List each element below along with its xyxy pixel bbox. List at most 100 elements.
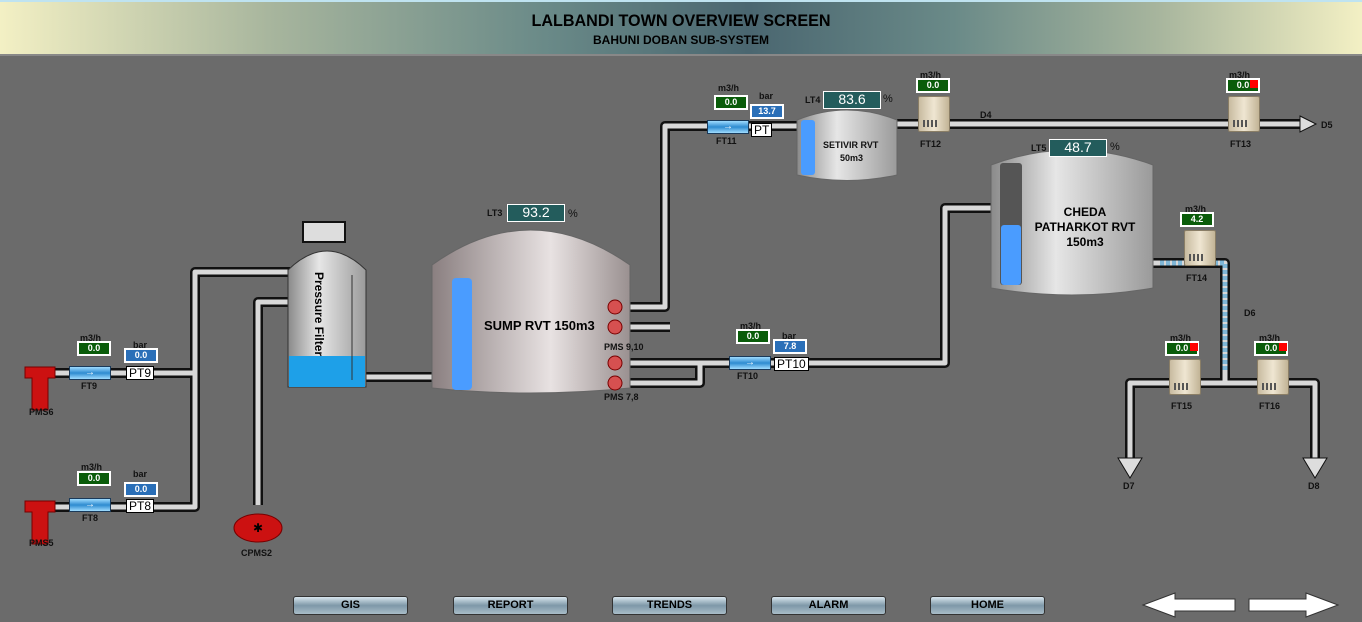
- lt4-value: 83.6: [823, 91, 881, 109]
- svg-text:✱: ✱: [253, 521, 263, 535]
- home-button[interactable]: HOME: [930, 596, 1045, 615]
- pms5-label: PMS5: [29, 538, 54, 548]
- ft9-unit: m3/h: [80, 333, 102, 343]
- lt3-value: 93.2: [507, 204, 565, 222]
- flow-animation: [1160, 260, 1228, 370]
- setivir-name: SETIVIR RVT: [823, 140, 879, 150]
- ft15-unit: m3/h: [1170, 333, 1192, 343]
- lt5-unit: %: [1110, 141, 1120, 153]
- ft10-value: 0.0: [736, 329, 770, 344]
- ft13-alarm-indicator: [1250, 80, 1258, 88]
- ft14-value: 4.2: [1180, 212, 1214, 227]
- page-title: LALBANDI TOWN OVERVIEW SCREEN: [531, 11, 831, 30]
- forward-arrow-icon[interactable]: [1248, 592, 1340, 618]
- ft12-unit: m3/h: [920, 70, 942, 80]
- pms9-pump-icon: [607, 299, 623, 315]
- lt5-value: 48.7: [1049, 139, 1107, 157]
- ft8-unit: m3/h: [81, 462, 103, 472]
- pms10-pump-icon: [607, 319, 623, 335]
- pt11-unit: bar: [759, 91, 774, 101]
- back-arrow-icon[interactable]: [1141, 592, 1236, 618]
- ft13-unit: m3/h: [1229, 70, 1251, 80]
- pt9-unit: bar: [133, 340, 148, 350]
- ft13-tag: FT13: [1230, 139, 1252, 149]
- pms78-label: PMS 7,8: [604, 392, 639, 402]
- sump-tank: [431, 229, 631, 394]
- cpms2-label: CPMS2: [241, 548, 273, 558]
- ft14-unit: m3/h: [1185, 204, 1207, 214]
- ft14-flowmeter[interactable]: [1184, 230, 1216, 266]
- ft15-alarm-indicator: [1190, 343, 1198, 351]
- filter-label: Pressure Filter: [312, 272, 326, 357]
- ft16-unit: m3/h: [1259, 333, 1281, 343]
- ft16-tag: FT16: [1259, 401, 1281, 411]
- ft11-tag: FT11: [716, 136, 737, 146]
- lt5-tag: LT5: [1031, 143, 1047, 153]
- d8-label: D8: [1308, 481, 1320, 491]
- sump-level-bar: [452, 278, 472, 390]
- gis-button[interactable]: GIS: [293, 596, 408, 615]
- trends-button[interactable]: TRENDS: [612, 596, 727, 615]
- lt4-unit: %: [883, 93, 893, 105]
- pms5-pump-icon: [24, 500, 56, 545]
- pt8-tag[interactable]: PT8: [126, 499, 155, 513]
- ft8-flowmeter[interactable]: →: [69, 498, 111, 512]
- pt11-tag[interactable]: PT: [751, 123, 773, 137]
- ft11-flowmeter[interactable]: →: [707, 120, 749, 134]
- ft16-value: 0.0: [1254, 341, 1288, 356]
- pms8-pump-icon: [607, 375, 623, 391]
- report-button[interactable]: REPORT: [453, 596, 568, 615]
- d7-arrow-icon: [1117, 457, 1143, 479]
- d7-label: D7: [1123, 481, 1135, 491]
- pressure-filter: [287, 221, 367, 388]
- pms6-pump-icon: [24, 366, 56, 411]
- ft9-flowmeter[interactable]: →: [69, 366, 111, 380]
- pt10-unit: bar: [782, 331, 797, 341]
- pt11-value: 13.7: [750, 104, 784, 119]
- setivir-tank: [796, 109, 898, 181]
- d8-arrow-icon: [1302, 457, 1328, 479]
- ft9-value: 0.0: [77, 341, 111, 356]
- pms7-pump-icon: [607, 355, 623, 371]
- alarm-button[interactable]: ALARM: [771, 596, 886, 615]
- ft10-tag: FT10: [737, 371, 759, 381]
- page-subtitle: BAHUNI DOBAN SUB-SYSTEM: [592, 33, 769, 47]
- ft13-flowmeter[interactable]: [1228, 96, 1260, 132]
- ft9-tag: FT9: [81, 381, 98, 391]
- ft12-value: 0.0: [916, 78, 950, 93]
- d5-arrow-icon: [1299, 115, 1318, 133]
- ft10-flowmeter[interactable]: →: [729, 356, 771, 370]
- d4-label: D4: [980, 110, 992, 120]
- ft10-unit: m3/h: [740, 321, 762, 331]
- pt8-unit: bar: [133, 469, 148, 479]
- sump-name: SUMP RVT 150m3: [484, 318, 595, 333]
- d5-label: D5: [1321, 120, 1333, 130]
- ft12-flowmeter[interactable]: [918, 96, 950, 132]
- setivir-capacity: 50m3: [840, 153, 864, 163]
- pt10-tag[interactable]: PT10: [774, 357, 809, 371]
- d6-label: D6: [1244, 308, 1256, 318]
- cheda-name-text: CHEDA PATHARKOT RVT: [1034, 205, 1136, 234]
- pt10-value: 7.8: [773, 339, 807, 354]
- pt8-value: 0.0: [124, 482, 158, 497]
- ft12-tag: FT12: [920, 139, 942, 149]
- cheda-tank: [990, 149, 1154, 296]
- ft14-tag: FT14: [1186, 273, 1208, 283]
- cheda-capacity: 150m3: [1066, 235, 1104, 249]
- ft15-tag: FT15: [1171, 401, 1193, 411]
- lt3-tag: LT3: [487, 208, 503, 218]
- ft11-value: 0.0: [714, 95, 748, 110]
- pt9-value: 0.0: [124, 348, 158, 363]
- ft8-value: 0.0: [77, 471, 111, 486]
- pt9-tag[interactable]: PT9: [126, 366, 155, 380]
- ft8-tag: FT8: [82, 513, 99, 523]
- ft11-unit: m3/h: [718, 83, 740, 93]
- ft15-flowmeter[interactable]: [1169, 359, 1201, 395]
- header: LALBANDI TOWN OVERVIEW SCREEN BAHUNI DOB…: [0, 0, 1362, 56]
- pms6-label: PMS6: [29, 407, 54, 417]
- ft16-flowmeter[interactable]: [1257, 359, 1289, 395]
- pms910-label: PMS 9,10: [604, 342, 644, 352]
- ft16-alarm-indicator: [1279, 343, 1287, 351]
